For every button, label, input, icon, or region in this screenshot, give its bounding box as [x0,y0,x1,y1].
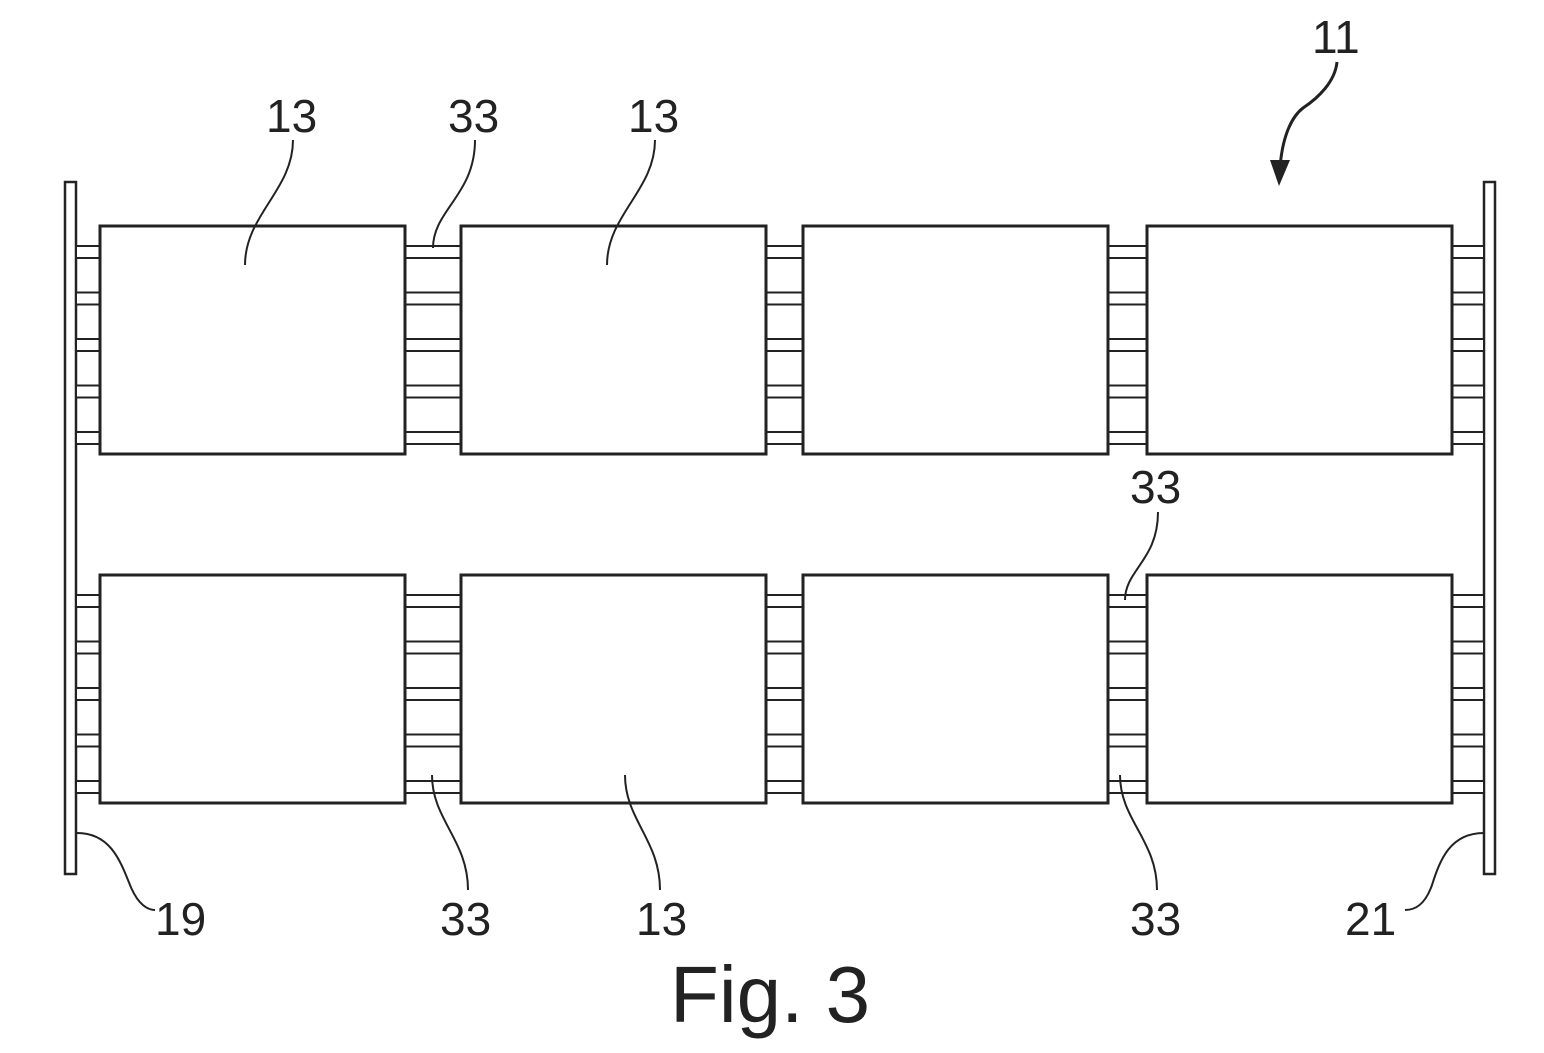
connector-strip [405,642,461,654]
connector-strip [766,293,803,305]
figure-caption: Fig. 3 [670,950,870,1039]
connector-strip [766,688,803,700]
arrow-head-icon [1270,160,1290,186]
battery-cell [803,226,1108,454]
connector-strip [76,293,100,305]
label-reference-11: 11 [1312,11,1360,63]
label-cell-13-a: 13 [266,90,317,142]
connector-strip [76,432,100,444]
connector-strip [405,386,461,398]
connector-strip [76,339,100,351]
connector-strip [1108,246,1147,258]
battery-cell [461,226,766,454]
connector-strip [1452,781,1484,793]
connector-strip [405,293,461,305]
connector-strip [76,688,100,700]
connector-strip [1108,386,1147,398]
connector-strip [1452,595,1484,607]
label-plate-19: 19 [155,893,206,945]
label-connector-33-c: 33 [440,893,491,945]
connector-strip [405,735,461,747]
cell-group [100,226,1452,803]
connector-strip [1108,595,1147,607]
battery-cell [100,226,405,454]
battery-cell [461,575,766,803]
connector-strip [76,595,100,607]
battery-cell [1147,575,1452,803]
connector-strip [1108,781,1147,793]
connector-strip [405,432,461,444]
connector-strip [76,386,100,398]
leader-line-19 [77,833,155,910]
connector-strip [1452,339,1484,351]
connector-strip [405,595,461,607]
battery-cell [803,575,1108,803]
connector-strip [1452,246,1484,258]
label-connector-33-a: 33 [448,90,499,142]
connector-strip [76,246,100,258]
connector-strip [1452,642,1484,654]
connector-strip [766,735,803,747]
connector-strip [1108,432,1147,444]
connector-strip [76,735,100,747]
connector-strip [766,386,803,398]
label-connector-33-b: 33 [1130,461,1181,513]
connector-strip [766,781,803,793]
connector-strip [405,339,461,351]
leader-line-21 [1405,833,1484,910]
connector-strip [766,432,803,444]
connector-strip [1108,735,1147,747]
connector-strip [1452,432,1484,444]
connector-strip [1452,688,1484,700]
battery-cell [1147,226,1452,454]
end-plate-right [1484,182,1495,874]
end-plate-left [65,182,76,874]
label-connector-33-d: 33 [1130,893,1181,945]
label-cell-13-b: 13 [628,90,679,142]
connector-strip [766,642,803,654]
connector-strip [1108,688,1147,700]
connector-strip [76,781,100,793]
connector-strip [1108,339,1147,351]
connector-strip [76,642,100,654]
connector-strip [1452,293,1484,305]
connector-strip [1452,735,1484,747]
connector-strip [766,595,803,607]
reference-arrow-11 [1280,62,1337,168]
label-plate-21: 21 [1345,893,1396,945]
connector-strip [766,339,803,351]
connector-strip [1108,293,1147,305]
connector-strip [405,688,461,700]
connector-strip [1452,386,1484,398]
battery-cell [100,575,405,803]
label-cell-13-c: 13 [636,893,687,945]
connector-strip [1108,642,1147,654]
connector-strip [766,246,803,258]
